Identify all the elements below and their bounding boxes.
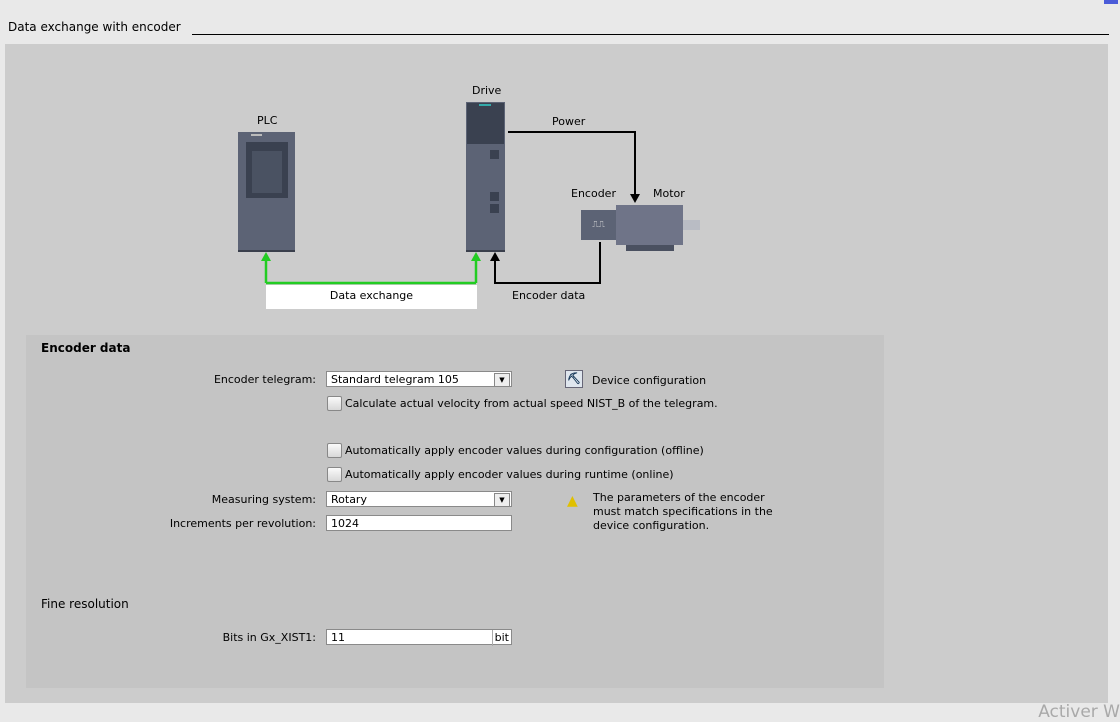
increments-input[interactable]: 1024 [326, 515, 512, 531]
fine-resolution-heading: Fine resolution [41, 597, 129, 611]
auto-online-checkbox[interactable] [327, 467, 342, 482]
calc-velocity-label: Calculate actual velocity from actual sp… [345, 397, 718, 410]
motor-label: Motor [653, 187, 685, 200]
warning-icon: ▲ [567, 493, 578, 509]
encoder-data-label: Encoder data [512, 289, 586, 302]
auto-offline-checkbox[interactable] [327, 443, 342, 458]
telegram-label: Encoder telegram: [213, 373, 316, 386]
warning-text: The parameters of the encoder must match… [593, 491, 773, 532]
plc-label: PLC [257, 114, 278, 127]
corner-icon [1104, 0, 1118, 4]
increments-label: Increments per revolution: [169, 517, 316, 530]
plc-device-icon [238, 132, 295, 252]
chevron-down-icon[interactable]: ▼ [494, 373, 510, 387]
drive-label: Drive [472, 84, 502, 97]
telegram-value: Standard telegram 105 [331, 373, 459, 386]
measuring-system-value: Rotary [331, 493, 367, 506]
measuring-system-select[interactable]: Rotary ▼ [326, 491, 512, 507]
bits-input[interactable]: 11 bit [326, 629, 512, 646]
auto-offline-label: Automatically apply encoder values durin… [345, 444, 704, 457]
data-exchange-label: Data exchange [266, 285, 477, 309]
chevron-down-icon[interactable]: ▼ [494, 493, 510, 507]
bits-unit: bit [491, 630, 511, 646]
motor-icon [616, 205, 683, 245]
device-configuration-link[interactable]: Device configuration [592, 374, 707, 387]
encoder-icon: ⎍⎍ [581, 210, 616, 240]
bits-label: Bits in Gx_XIST1: [222, 631, 316, 644]
measuring-system-label: Measuring system: [211, 493, 316, 506]
encoder-data-heading: Encoder data [41, 341, 131, 355]
section-title: Data exchange with encoder [8, 20, 181, 34]
watermark: Activer W [1038, 702, 1120, 722]
telegram-select[interactable]: Standard telegram 105 ▼ [326, 371, 512, 387]
device-configuration-icon[interactable]: ⛏ [565, 370, 583, 388]
bits-value: 11 [331, 631, 345, 644]
calc-velocity-checkbox[interactable] [327, 396, 342, 411]
title-divider [192, 34, 1109, 35]
encoder-label: Encoder [571, 187, 616, 200]
auto-online-label: Automatically apply encoder values durin… [345, 468, 674, 481]
drive-device-icon [466, 102, 505, 252]
diagram-connections [261, 131, 640, 285]
power-label: Power [552, 115, 586, 128]
